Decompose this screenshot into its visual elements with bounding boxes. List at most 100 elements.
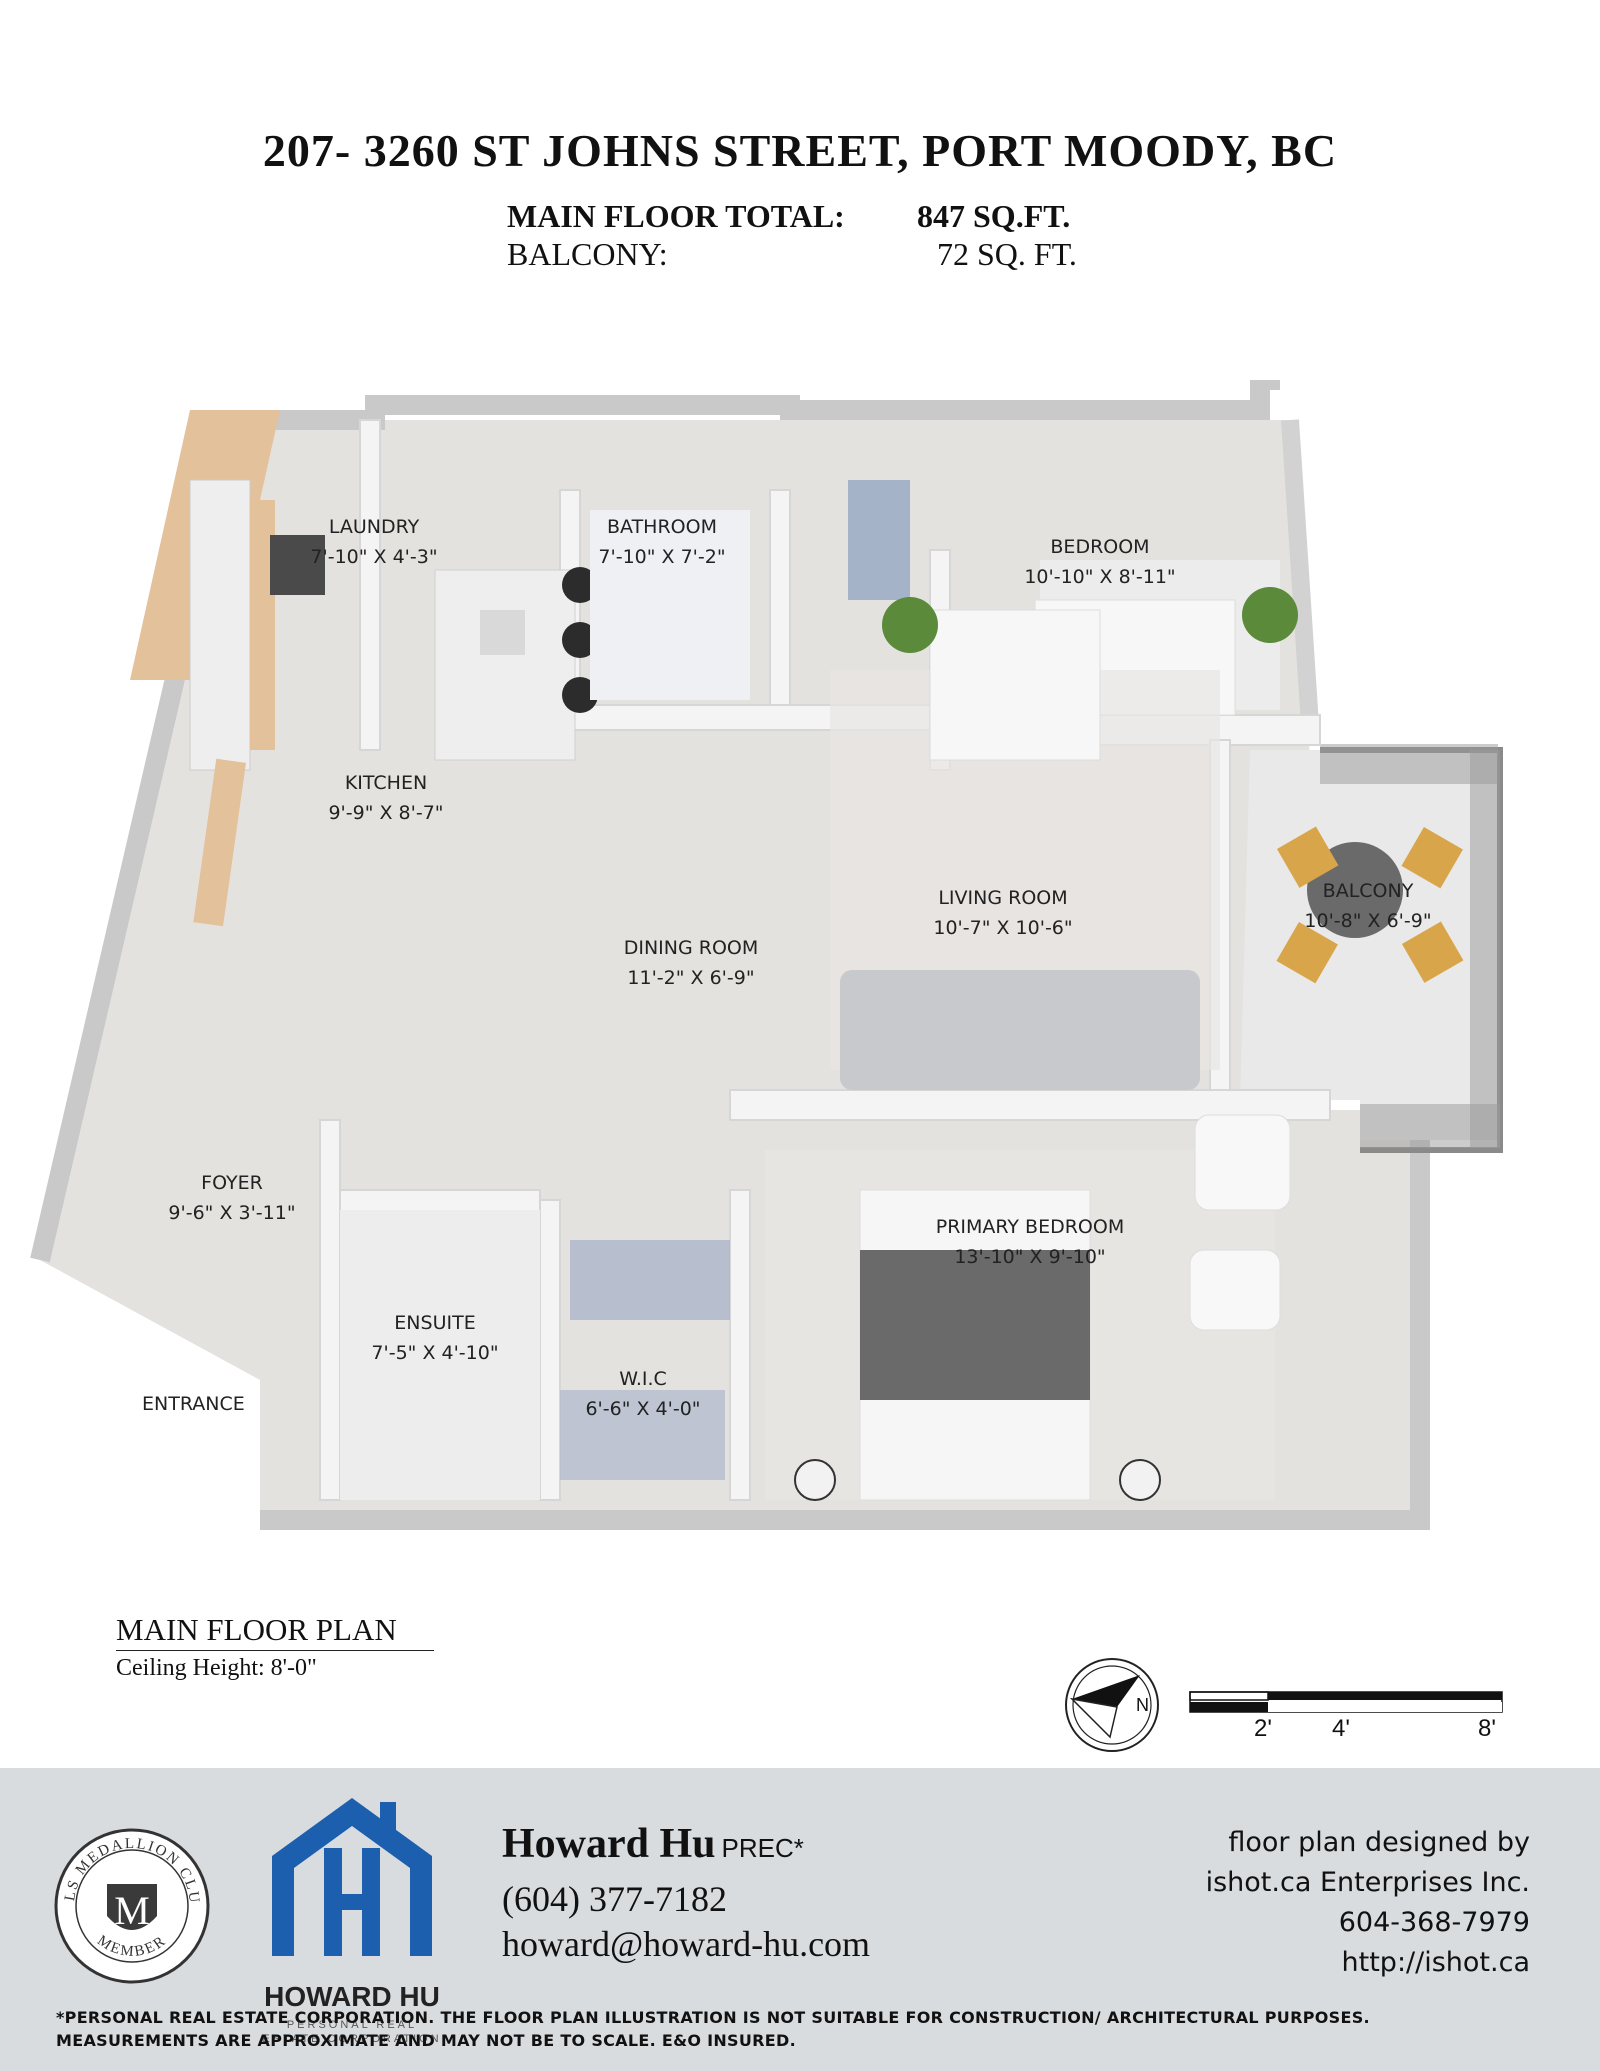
island-sink xyxy=(480,610,525,655)
agent-email[interactable]: howard@howard-hu.com xyxy=(502,1924,871,1964)
main-floor-total-value: 847 SQ.FT. xyxy=(917,198,1071,234)
seal-letter: M xyxy=(114,1888,150,1933)
plant xyxy=(1242,587,1298,643)
disclaimer: *PERSONAL REAL ESTATE CORPORATION. THE F… xyxy=(56,2006,1370,2052)
balcony-floor xyxy=(1240,750,1500,1140)
room-size: 11'-2" X 6'-9" xyxy=(627,967,755,989)
logo-sub2: ESTATE CORPORATION xyxy=(262,2033,441,2045)
balcony-area-label: BALCONY: xyxy=(507,236,668,272)
bathroom-wall-east xyxy=(769,489,791,731)
ensuite-north-wall xyxy=(339,1189,541,1213)
fireplace xyxy=(929,609,1101,761)
laundry-wall xyxy=(359,419,381,751)
room-label-ensuite: ENSUITE 7'-5" X 4'-10" xyxy=(371,1308,498,1368)
footer-band: MLS MEDALLION CLUB MEMBER M HOWARD HU PE… xyxy=(0,1768,1600,2071)
room-size: 10'-7" X 10'-6" xyxy=(933,917,1073,939)
room-label-bedroom: BEDROOM 10'-10" X 8'-11" xyxy=(1024,532,1175,592)
room-name: W.I.C xyxy=(619,1368,667,1390)
room-label-kitchen: KITCHEN 9'-9" X 8'-7" xyxy=(328,768,443,828)
ensuite-floor xyxy=(340,1210,540,1500)
room-size: 9'-9" X 8'-7" xyxy=(328,802,444,824)
designer-phone[interactable]: 604-368-7979 xyxy=(1338,1907,1530,1938)
bar-stool xyxy=(562,677,598,713)
main-floor-total-label: MAIN FLOOR TOTAL: xyxy=(507,198,845,234)
wic-clothes-top xyxy=(570,1240,730,1320)
medallion-seal-icon: MLS MEDALLION CLUB MEMBER M xyxy=(44,1814,210,1984)
east-wall xyxy=(1281,419,1319,726)
room-label-primary-bedroom: PRIMARY BEDROOM 13'-10" X 9'-10" xyxy=(936,1212,1124,1272)
ensuite-east-wall xyxy=(539,1199,561,1501)
room-size: 13'-10" X 9'-10" xyxy=(954,1246,1106,1268)
room-name: FOYER xyxy=(201,1172,263,1194)
nightstand xyxy=(794,1459,836,1501)
compass-north-label: N xyxy=(1136,1695,1149,1715)
room-label-balcony: BALCONY 10'-8" X 6'-9" xyxy=(1304,876,1431,936)
room-name: KITCHEN xyxy=(344,772,428,794)
room-name: BEDROOM xyxy=(1050,536,1150,558)
kitchen-counter xyxy=(189,479,251,771)
entrance-label: ENTRANCE xyxy=(142,1393,245,1415)
agent-name-text: Howard Hu xyxy=(502,1821,716,1867)
disclaimer-line1: *PERSONAL REAL ESTATE CORPORATION. THE F… xyxy=(56,2008,1370,2027)
sofa xyxy=(840,970,1200,1090)
house-logo-icon: HOWARD HU PERSONAL REAL ESTATE CORPORATI… xyxy=(262,1798,441,2045)
north-wall xyxy=(235,370,1280,430)
room-size: 6'-6" X 4'-0" xyxy=(585,1398,701,1420)
designer-line1: floor plan designed by xyxy=(1228,1827,1530,1858)
north-compass: N xyxy=(1062,1655,1162,1755)
balcony-screen-side xyxy=(1470,750,1500,1148)
room-name: DINING ROOM xyxy=(623,937,759,959)
plant xyxy=(882,597,938,653)
main-floor-plan-title: MAIN FLOOR PLAN xyxy=(116,1612,434,1651)
logo-sub1: PERSONAL REAL xyxy=(287,2019,417,2031)
room-name: ENSUITE xyxy=(394,1312,476,1334)
disclaimer-line2: MEASUREMENTS ARE APPROXIMATE AND MAY NOT… xyxy=(56,2031,796,2050)
logo-name: HOWARD HU xyxy=(264,1981,440,2012)
room-size: 7'-10" X 4'-3" xyxy=(310,546,438,568)
designer-credit: floor plan designed by ishot.ca Enterpri… xyxy=(1206,1823,1530,1983)
room-label-bathroom: BATHROOM 7'-10" X 7'-2" xyxy=(598,512,725,572)
room-size: 10'-8" X 6'-9" xyxy=(1304,910,1432,932)
balcony-area-value: 72 SQ. FT. xyxy=(937,236,1077,272)
room-name: BATHROOM xyxy=(607,516,717,538)
bedroom-closet-clothes xyxy=(848,480,910,600)
ceiling-height: Ceiling Height: 8'-0" xyxy=(116,1655,317,1681)
balcony-chair xyxy=(1401,921,1464,983)
bar-stool xyxy=(562,567,598,603)
balcony-chair xyxy=(1276,826,1339,888)
room-size: 7'-10" X 7'-2" xyxy=(598,546,726,568)
designer-url[interactable]: http://ishot.ca xyxy=(1341,1947,1530,1978)
room-label-dining-room: DINING ROOM 11'-2" X 6'-9" xyxy=(624,933,759,993)
armchair xyxy=(1194,1114,1291,1211)
scale-tick-4: 4' xyxy=(1332,1715,1350,1742)
ensuite-west-wall xyxy=(319,1119,341,1501)
compass-icon: N xyxy=(1065,1658,1159,1752)
scale-tick-8: 8' xyxy=(1478,1715,1496,1742)
floor-plan-drawing xyxy=(30,370,1503,1530)
wic-east-wall xyxy=(729,1189,751,1501)
primary-bed-throw xyxy=(860,1250,1090,1400)
wic-clothes-bottom xyxy=(560,1390,725,1480)
howard-hu-logo: HOWARD HU PERSONAL REAL ESTATE CORPORATI… xyxy=(252,1786,452,2056)
balcony-chair xyxy=(1401,826,1463,889)
room-label-living-room: LIVING ROOM 10'-7" X 10'-6" xyxy=(933,883,1072,943)
room-size: 9'-6" X 3'-11" xyxy=(168,1202,296,1224)
room-name: BALCONY xyxy=(1322,880,1414,902)
room-label-foyer: FOYER 9'-6" X 3'-11" xyxy=(168,1168,295,1228)
designer-company: ishot.ca Enterprises Inc. xyxy=(1205,1867,1530,1898)
agent-designation: PREC* xyxy=(721,1833,804,1863)
kitchen-island xyxy=(434,569,576,761)
room-label-wic: W.I.C 6'-6" X 4'-0" xyxy=(585,1364,700,1424)
room-size: 7'-5" X 4'-10" xyxy=(371,1342,499,1364)
room-size: 10'-10" X 8'-11" xyxy=(1024,566,1176,588)
foyer-bench xyxy=(193,758,246,927)
agent-phone[interactable]: (604) 377-7182 xyxy=(502,1879,727,1919)
ottoman xyxy=(1189,1249,1281,1331)
room-name: PRIMARY BEDROOM xyxy=(935,1216,1125,1238)
scale-bar: 2' 4' 8' xyxy=(1188,1690,1508,1750)
bar-stool xyxy=(562,622,598,658)
balcony-chair xyxy=(1276,921,1338,984)
balcony-screen-top xyxy=(1320,744,1498,784)
cooktop xyxy=(270,535,325,595)
